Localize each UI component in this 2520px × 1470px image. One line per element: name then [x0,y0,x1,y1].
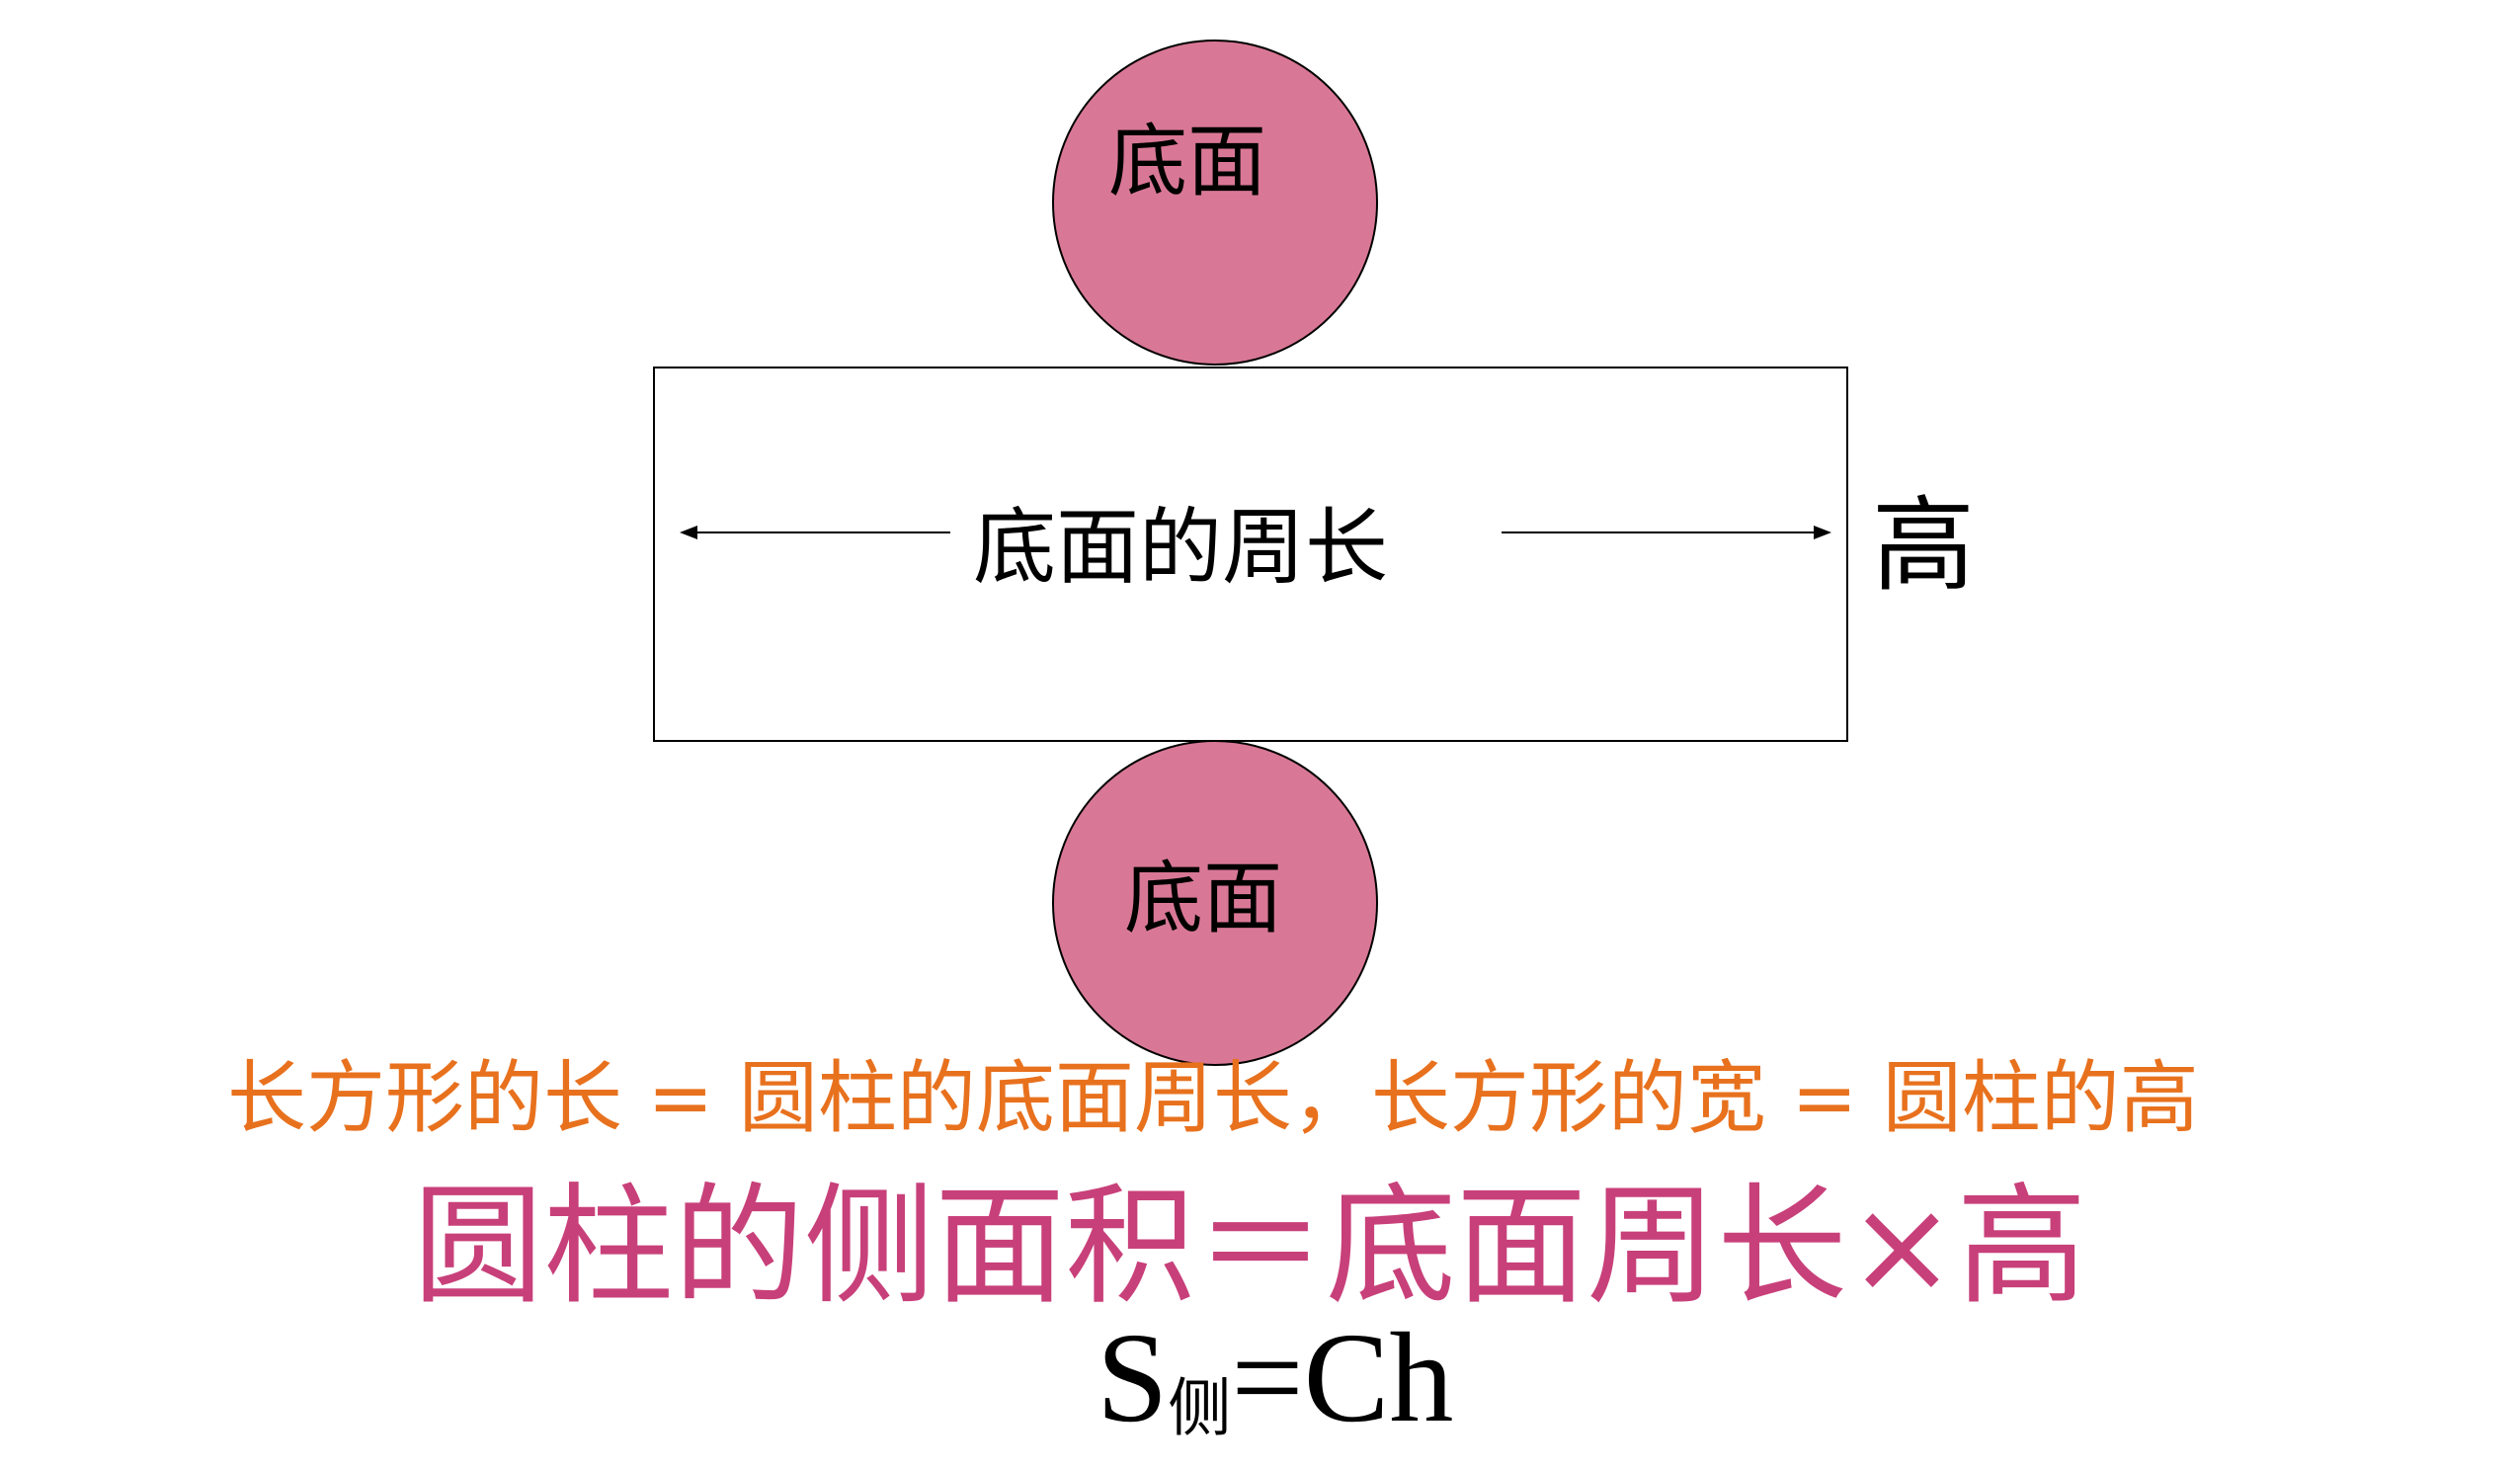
arrow-right-head-icon [1814,526,1831,539]
arrow-right-line [1502,531,1820,533]
top-base-circle [1052,40,1378,366]
bottom-base-label: 底面 [1124,853,1282,944]
formula-subscript: 侧 [1168,1372,1232,1446]
lateral-area-rule: 圆柱的侧面积＝底面周长×高 [413,1171,2087,1323]
lateral-area-formula: S侧=Ch [1097,1314,1453,1442]
top-base-label: 底面 [1108,116,1266,207]
formula-rhs: =Ch [1231,1307,1454,1449]
arrow-left-head-icon [680,526,697,539]
explanation-text: 长方形的长 = 圆柱的底面周长，长方形的宽 = 圆柱的高 [227,1052,2199,1144]
arrow-left-line [691,531,950,533]
base-circumference-label: 底面的周长 [973,499,1389,596]
height-label: 高 [1872,485,1976,606]
bottom-base-circle [1052,740,1378,1066]
lateral-surface-rectangle [653,367,1848,742]
formula-symbol: S [1097,1307,1169,1449]
